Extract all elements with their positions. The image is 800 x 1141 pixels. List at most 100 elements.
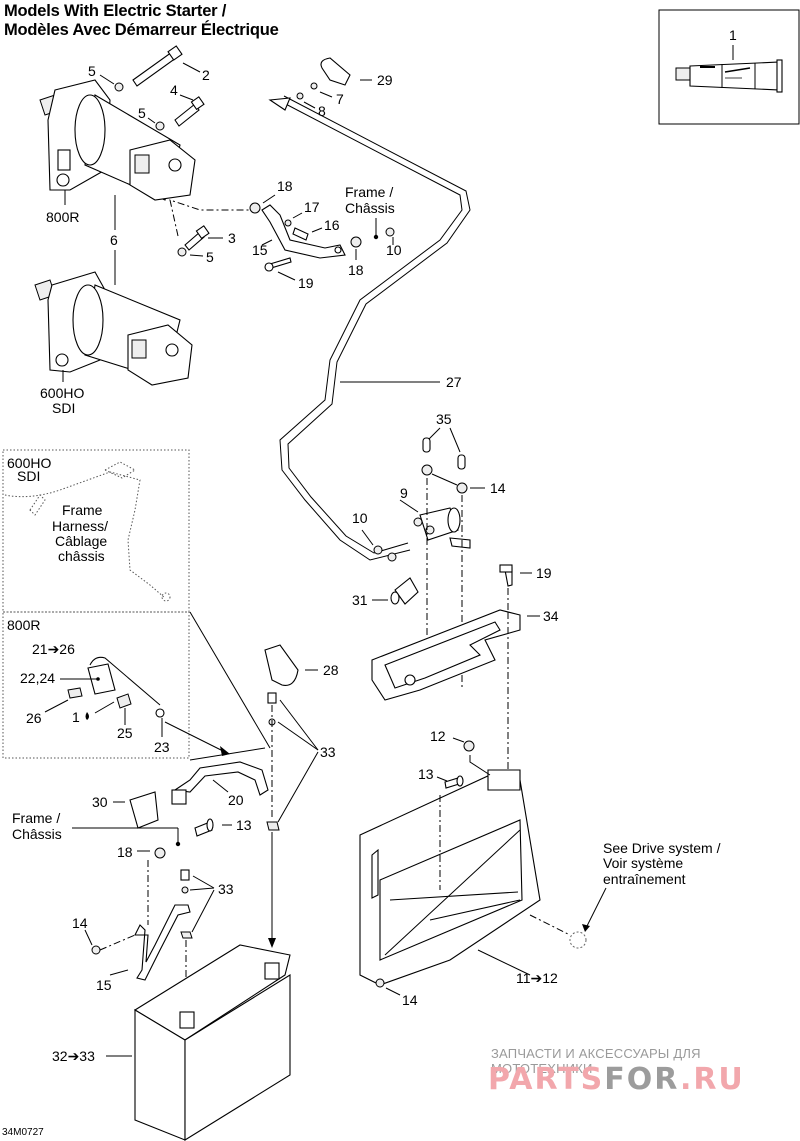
nut-12 [463,740,475,752]
callout-21: 21➔26 [32,641,75,657]
boot-28 [264,644,299,686]
harness-text-4: châssis [58,548,105,564]
callout-14a: 14 [490,480,506,496]
cable-15a [261,204,346,259]
callout-18a: 18 [277,178,293,194]
harness-text-1: Frame [62,502,103,518]
washer-5a [114,82,124,92]
callout-5b: 5 [138,105,146,121]
cable-15b [134,904,191,981]
callout-8: 8 [318,103,326,119]
battery-box [359,769,541,986]
callout-13b: 13 [236,817,252,833]
inset-grease-tube [658,9,800,125]
nut-7 [310,82,318,90]
boot-29 [320,57,351,86]
frame-note-bot-1: Frame / [12,810,60,826]
nut-14d [375,978,385,988]
callout-26: 26 [26,710,42,726]
inset-600-title-1: 600HO [7,455,51,471]
washer-5b [155,121,165,131]
title-line-1: Models With Electric Starter / [4,2,227,20]
callout-33b: 33 [218,881,234,897]
callout-17: 17 [304,199,320,215]
washer-18b [350,236,362,248]
callout-16: 16 [324,217,340,233]
callout-10b: 10 [352,510,368,526]
drive-note-1: See Drive system / [603,840,721,856]
callout-29: 29 [377,72,393,88]
callout-18b: 18 [348,262,364,278]
callout-6: 6 [110,232,118,248]
callout-2: 2 [202,67,210,83]
washer-18c [154,847,166,859]
nut-33b [180,931,193,939]
callout-4: 4 [170,82,178,98]
variant-800r: 800R [46,209,79,225]
washer-18a [249,202,261,214]
nut-14c [91,945,101,955]
bolt-16 [292,227,309,241]
callout-33a: 33 [320,744,336,760]
variant-sdi: SDI [52,400,75,416]
callout-13a: 13 [418,766,434,782]
washer-8 [296,92,304,100]
callout-10a: 10 [386,242,402,258]
callout-11: 11➔12 [516,970,558,986]
callout-20: 20 [228,792,244,808]
callout-15b: 15 [96,977,112,993]
diagram-title: Models With Electric Starter / Modèles A… [4,2,279,40]
nut-14b [456,482,468,494]
inset-600ho-harness [2,449,190,613]
callout-23: 23 [154,739,170,755]
nut-10a [385,227,395,237]
nut-14a [421,464,433,476]
harness-text-2: Harness/ [52,518,108,534]
drive-note-3: entraînement [603,871,686,887]
callout-22: 22,24 [20,670,55,686]
callout-32: 32➔33 [52,1048,95,1064]
washer-33b [181,886,189,894]
watermark-brand-for: FOR [604,1062,680,1097]
callout-14b: 14 [402,992,418,1008]
battery [133,944,291,1141]
inset-800r-title: 800R [7,617,40,633]
drive-note-2: Voir système [603,855,683,871]
callout-19b: 19 [536,565,552,581]
diagram-code: 34M0727 [2,1127,44,1138]
callout-5c: 5 [206,249,214,265]
cable-20 [173,761,269,796]
watermark-brand-parts: PARTS [488,1062,605,1097]
callout-18c: 18 [117,844,133,860]
callout-25: 25 [117,725,133,741]
drop-icon [85,712,89,720]
boot-31 [394,577,419,605]
callout-1: 1 [729,27,737,43]
callout-5a: 5 [88,63,96,79]
fuse-26 [67,687,83,699]
callout-27: 27 [446,374,462,390]
nut-10b [373,545,383,555]
starter-motor-600ho [34,271,193,386]
cap-35b [457,454,466,470]
callout-28: 28 [323,662,339,678]
starter-motor-800r [39,79,196,201]
fuse-holder [87,663,116,695]
bolt-33a [267,692,277,704]
callout-30: 30 [92,794,108,810]
callout-9: 9 [400,485,408,501]
watermark-brand: PARTSFOR.RU [488,1062,745,1097]
cap-35a [422,437,431,453]
tube-cap [675,67,691,81]
frame-note-top-2: Châssis [345,200,395,216]
frame-note-bot-2: Châssis [12,826,62,842]
solenoid-9 [413,507,471,549]
variant-600ho: 600HO [40,385,84,401]
bolt-2 [132,45,183,87]
washer-5c [177,247,187,257]
callout-1-drop: 1 [72,709,80,725]
boot-30 [129,791,159,829]
inset-600-title-2: SDI [17,468,40,484]
